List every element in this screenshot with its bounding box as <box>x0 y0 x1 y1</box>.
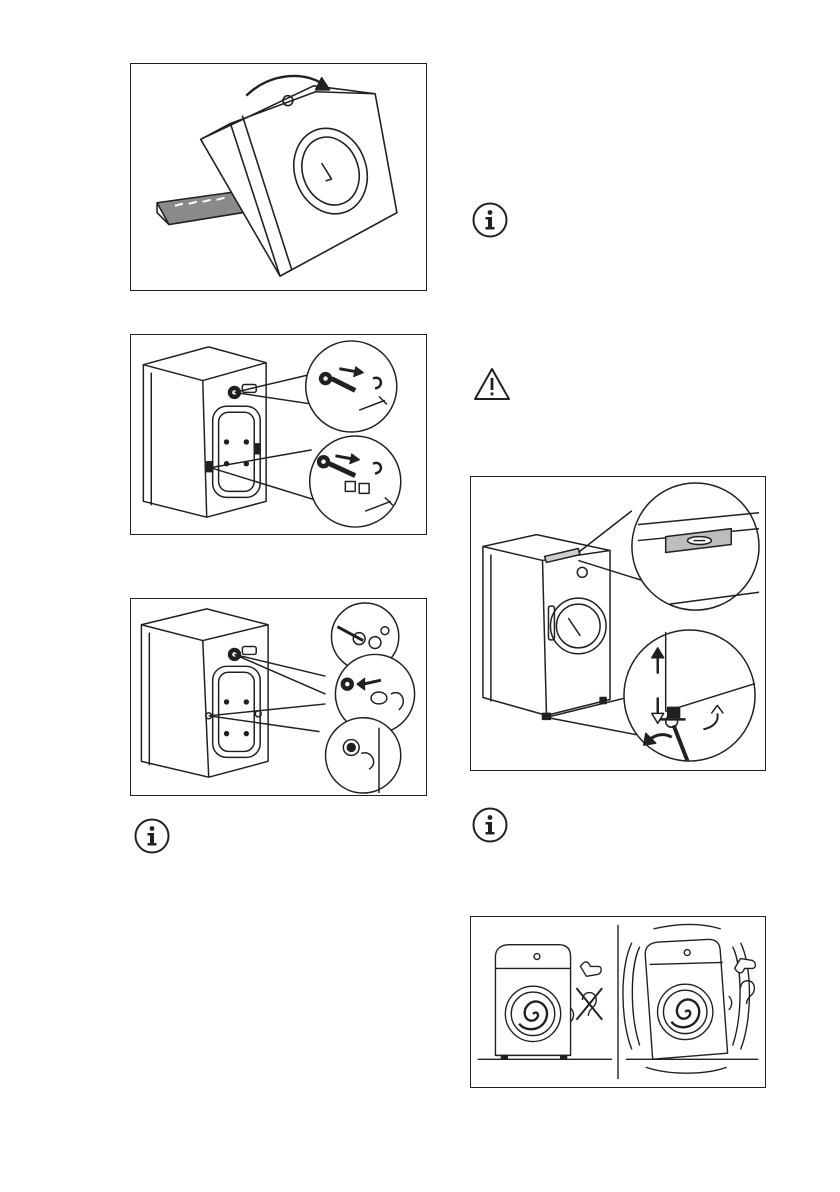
plastic-caps-illustration <box>130 598 427 796</box>
info-icon <box>134 818 170 854</box>
vibration-comparison-illustration <box>470 916 766 1088</box>
tilt-machine-illustration <box>130 63 427 291</box>
warning-icon <box>473 367 511 401</box>
info-icon <box>472 202 508 238</box>
info-icon <box>472 807 508 843</box>
transit-bolts-removal-illustration <box>130 334 427 535</box>
levelling-feet-illustration <box>470 476 766 771</box>
